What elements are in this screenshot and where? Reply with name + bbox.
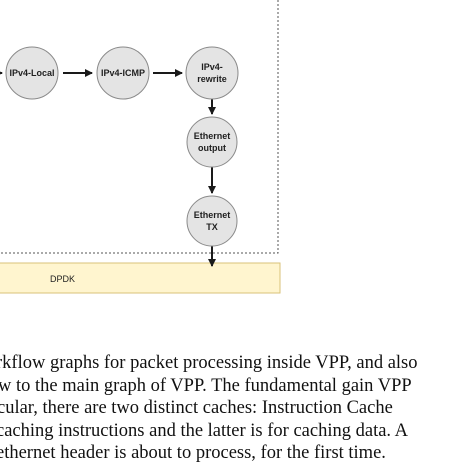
vpp-graph-frame [0, 0, 279, 254]
node-ipv4-icmp: IPv4-ICMP [96, 46, 150, 100]
node-ethernet-tx-label-line-1: Ethernet [194, 210, 231, 220]
node-ethernet-tx: Ethernet TX [186, 195, 238, 247]
caption-line-4: caching instructions and the latter is f… [0, 420, 409, 441]
workflow-graph-figure: DPDK IPv4-Local IPv4-ICMP IPv4- rewrite … [0, 0, 281, 294]
node-ethernet-output-label-line-2: output [198, 143, 226, 153]
node-ethernet-tx-label-line-2: TX [206, 222, 218, 232]
node-ipv4-icmp-label: IPv4-ICMP [101, 68, 145, 78]
node-ethernet-output: Ethernet output [186, 116, 238, 168]
caption-line-5: ethernet header is about to process, for… [0, 443, 386, 463]
node-ethernet-output-label-line-1: Ethernet [194, 131, 231, 141]
dpdk-label: DPDK [50, 274, 75, 284]
node-ipv4-rewrite-label-line-1: IPv4- [201, 62, 223, 72]
caption-line-2: w to the main graph of VPP. The fundamen… [0, 375, 412, 396]
node-ipv4-rewrite: IPv4- rewrite [185, 46, 239, 100]
caption-line-3: cular, there are two distinct caches: In… [0, 398, 393, 418]
node-ipv4-rewrite-label-line-2: rewrite [197, 74, 227, 84]
node-ipv4-local: IPv4-Local [5, 46, 59, 100]
node-ipv4-local-label: IPv4-Local [9, 68, 54, 78]
caption-line-1: rkflow graphs for packet processing insi… [0, 353, 418, 373]
dpdk-bar [0, 262, 281, 294]
